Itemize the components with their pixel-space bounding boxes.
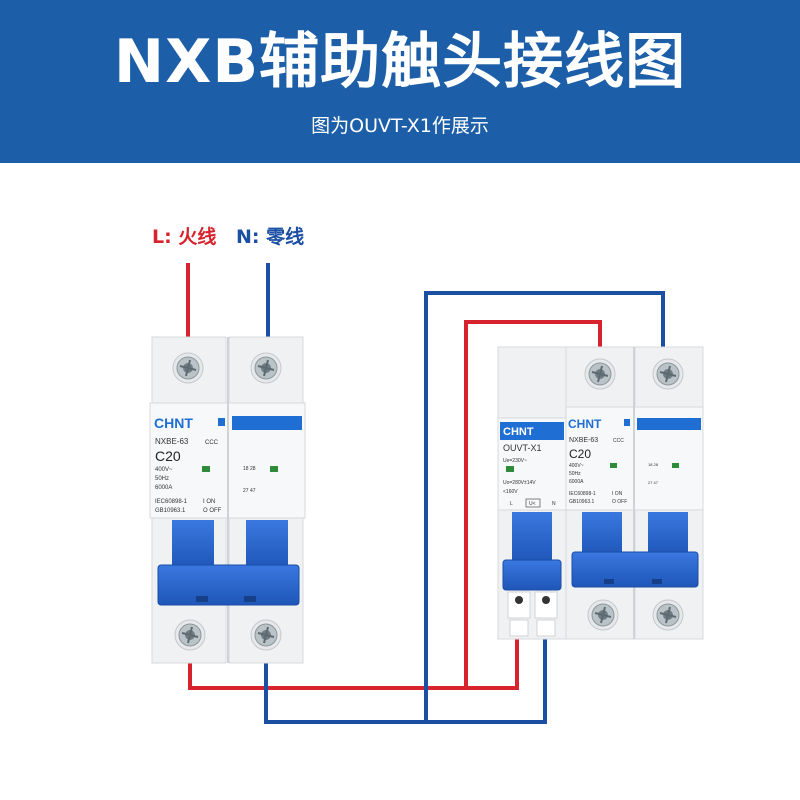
ouvt-uo-low: <160V [503,489,518,495]
ouvt-terminal-l: L [510,501,513,507]
main-aux-terminals: 18 28 [243,466,256,472]
main-handle-right[interactable] [246,520,288,568]
ouvt-module: CHNT OUVT-X1 Ue=230V~ Uo=280V±14V <160V … [497,346,567,640]
main-model: NXBE-63 [155,437,189,446]
page-subtitle: 图为OUVT-X1作展示 [311,115,489,137]
main-bottom-right-terminal-icon [250,619,282,651]
header-banner: NXB辅助触头接线图 图为OUVT-X1作展示 [0,0,800,163]
ouvt-uo-range: Uo=280V±14V [503,480,536,486]
secondary-breaker: CHNT NXBE-63 CCC C20 400V~ 50Hz 6000A 18… [565,346,704,640]
secondary-cert-mark: CCC [613,438,624,444]
ouvt-toggle-bar[interactable] [502,559,562,591]
secondary-brand-logo: CHNT [568,417,602,431]
ouvt-brand-strip [500,422,564,440]
main-spec-voltage: 400V~ [155,467,173,473]
ouvt-terminal-n: N [552,501,556,507]
main-brand-logo: CHNT [154,415,193,431]
main-toggle-bar[interactable] [157,564,300,606]
ouvt-ue: Ue=230V~ [503,458,527,464]
secondary-std-1: IEC60898-1 [569,491,596,497]
main-spec-capacity: 6000A [155,485,172,491]
main-std-2: GB10963.1 [155,508,186,514]
main-status-window [202,466,210,472]
main-top-right-terminal-icon [250,352,282,384]
secondary-bottom-right-terminal-icon [652,599,684,631]
ouvt-model: OUVT-X1 [503,443,542,453]
main-on-label: I ON [203,499,215,505]
main-bottom-left-terminal-icon [174,619,206,651]
secondary-std-2: GB10963.1 [569,499,595,505]
secondary-aux-terminals-2: 27 47 [648,480,659,485]
secondary-aux-terminals: 18 28 [648,462,659,467]
neutral-wire-label: N: 零线 [236,226,305,248]
ouvt-status-window [506,466,514,472]
ouvt-terminal-u: U< [529,501,536,507]
secondary-label-strip [637,418,701,430]
secondary-on-label: I ON [612,491,623,497]
main-off-label: O OFF [203,508,222,514]
secondary-top-left-terminal-icon [584,358,616,390]
secondary-handle-left[interactable] [582,512,622,556]
ouvt-brand-logo: CHNT [503,426,534,438]
secondary-status-window [610,463,617,468]
secondary-top-right-terminal-icon [652,358,684,390]
secondary-rating: C20 [569,447,591,461]
live-wire-bottom-loop [188,620,519,690]
live-wire-label: L: 火线 [152,226,217,248]
main-breaker: CHNT NXBE-63 CCC C20 400V~ 50Hz 6000A 18… [149,336,306,664]
secondary-bottom-left-terminal-icon [587,599,619,631]
main-spec-freq: 50Hz [155,476,169,482]
main-std-1: IEC60898-1 [155,499,188,505]
main-handle-left[interactable] [172,520,214,568]
ouvt-handle[interactable] [512,512,552,562]
ouvt-right-terminal-icon [542,596,550,604]
neutral-wire-aux-loop [424,291,665,722]
main-label-strip [232,416,302,430]
secondary-aux-status-window [672,463,679,468]
secondary-model: NXBE-63 [569,437,598,444]
secondary-spec-freq: 50Hz [569,471,581,477]
neutral-wire-bottom-loop [264,620,547,724]
page-title: NXB辅助触头接线图 [113,27,687,97]
main-cert-mark: CCC [205,440,219,446]
main-aux-status-window [270,466,278,472]
secondary-handle-right[interactable] [648,512,688,556]
ouvt-left-terminal-icon [515,596,523,604]
main-top-left-terminal-icon [172,352,204,384]
secondary-toggle-bar[interactable] [571,551,699,588]
secondary-spec-capacity: 6000A [569,479,584,485]
main-aux-terminals-2: 27 47 [243,488,256,494]
secondary-spec-voltage: 400V~ [569,463,584,469]
secondary-off-label: O OFF [612,499,627,505]
main-rating: C20 [155,448,181,464]
